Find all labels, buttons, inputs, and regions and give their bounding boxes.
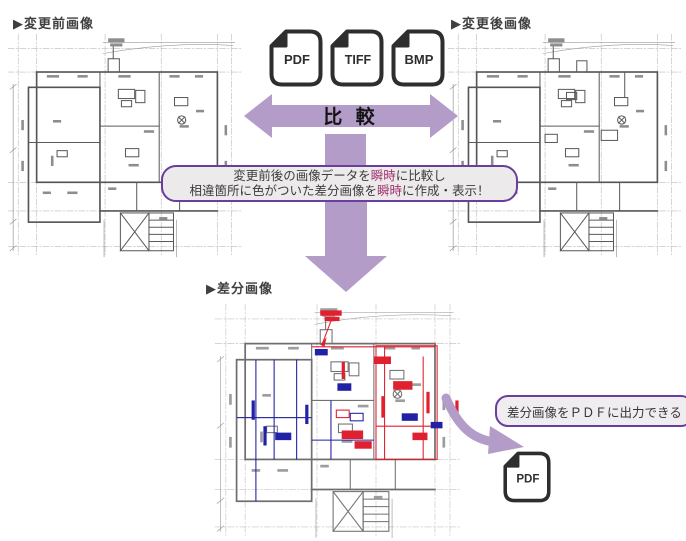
compare-double-arrow-icon: 比 較 (244, 94, 458, 138)
pdf-file-icon-label: PDF (284, 52, 310, 67)
description-line-2: 相違箇所に色がついた差分画像を瞬時に作成・表示！ (189, 183, 490, 198)
description-box: 変更前後の画像データを瞬時に比較し 相違箇所に色がついた差分画像を瞬時に作成・表… (161, 165, 518, 202)
description-line-1: 変更前後の画像データを瞬時に比較し (233, 168, 446, 183)
before-image-label: ▶変更前画像 (13, 16, 94, 31)
after-image-label: ▶変更後画像 (451, 16, 532, 31)
output-pdf-icon-label: PDF (516, 473, 539, 485)
accent-instant-2: 瞬時 (376, 183, 402, 198)
bmp-file-icon: BMP (391, 29, 445, 87)
down-arrow-icon (305, 200, 387, 292)
floorplan-before-image (7, 33, 242, 258)
input-format-icons: PDF TIFF BMP (269, 29, 445, 87)
output-pdf-icon: PDF (503, 451, 551, 503)
pdf-file-icon: PDF (269, 29, 323, 87)
tiff-file-icon-label: TIFF (345, 53, 372, 67)
compare-arrow-label: 比 較 (323, 105, 378, 128)
curved-arrow-icon (441, 393, 524, 454)
floorplan-after-image (447, 33, 682, 258)
bmp-file-icon-label: BMP (405, 52, 434, 67)
down-arrow-shaft (325, 134, 366, 168)
pdf-export-callout-text: 差分画像をＰＤＦに出力できる (507, 405, 682, 420)
tiff-file-icon: TIFF (330, 29, 384, 87)
pdf-export-callout: 差分画像をＰＤＦに出力できる (495, 395, 686, 427)
floorplan-diff-image (214, 303, 461, 539)
accent-instant-1: 瞬時 (370, 168, 396, 183)
diff-image-label: ▶差分画像 (206, 281, 273, 296)
